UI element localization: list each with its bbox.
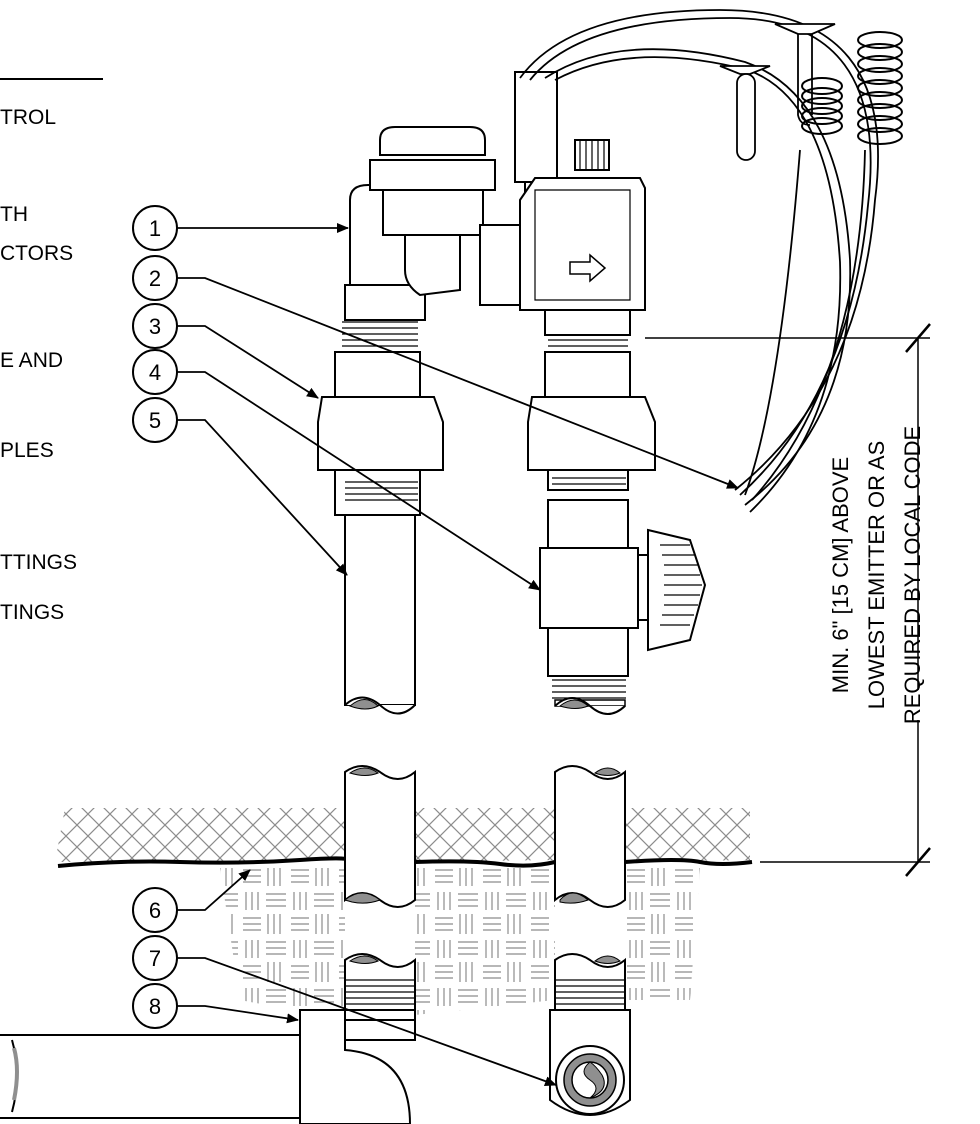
leader-2 [177,277,739,489]
dimension-lines [645,323,931,877]
callout-number-7: 7 [149,946,161,971]
note-2-text-line1: TH [0,203,28,226]
callout-numbers: 1 2 3 4 5 6 7 8 [149,216,161,1019]
callout-number-3: 3 [149,314,161,339]
right-riser [514,71,707,1116]
callout-number-4: 4 [149,360,161,385]
leader-7 [177,957,557,1086]
callout-number-1: 1 [149,216,161,241]
leader-8 [177,1005,299,1024]
leader-3 [177,325,319,399]
left-riser [0,126,531,1124]
callout-number-8: 8 [149,994,161,1019]
note-2-text-line2: CTORS [0,242,74,265]
note-1-text: TROL [0,106,57,129]
note-3-text: E AND [0,349,64,372]
dimension-line-3: REQUIRED BY LOCAL CODE [900,426,925,724]
dimension-label: MIN. 6" [15 CM] ABOVE LOWEST EMITTER OR … [828,426,925,724]
dimension-line-2: LOWEST EMITTER OR AS [864,441,889,710]
note-5-text: TTINGS [0,551,77,574]
leader-4 [177,371,541,591]
callout-number-5: 5 [149,408,161,433]
dimension-line-1: MIN. 6" [15 CM] ABOVE [828,457,853,693]
callouts [132,205,178,1029]
note-6-text: TINGS [0,601,65,624]
callout-number-2: 2 [149,266,161,291]
leader-lines [177,223,739,1086]
note-4-text: PLES [0,439,54,462]
leader-6 [177,869,251,911]
control-wires [519,9,903,513]
callout-number-6: 6 [149,898,161,923]
leader-5 [177,419,348,576]
soil-section [55,808,753,1020]
